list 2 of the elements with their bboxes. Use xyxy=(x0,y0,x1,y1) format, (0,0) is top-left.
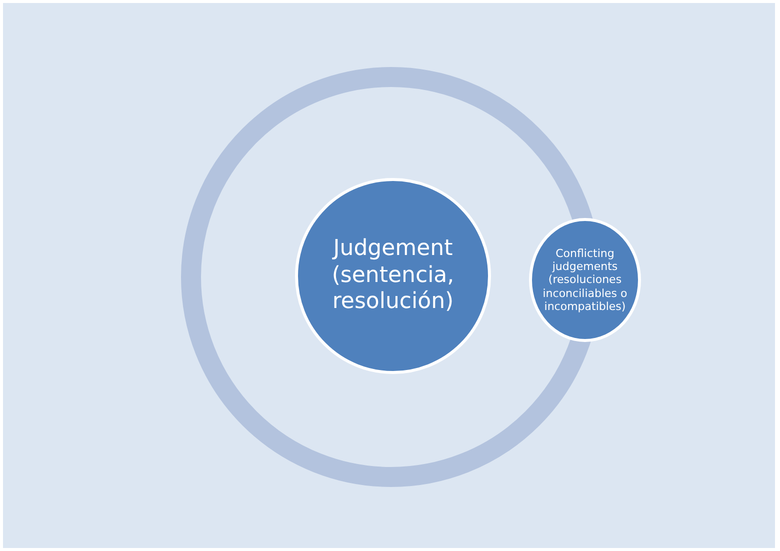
node-label: Judgement (sentencia, resolución) xyxy=(330,236,456,316)
node-label: Conflicting judgements (resoluciones inconciliables o incompatibles) xyxy=(542,247,628,313)
